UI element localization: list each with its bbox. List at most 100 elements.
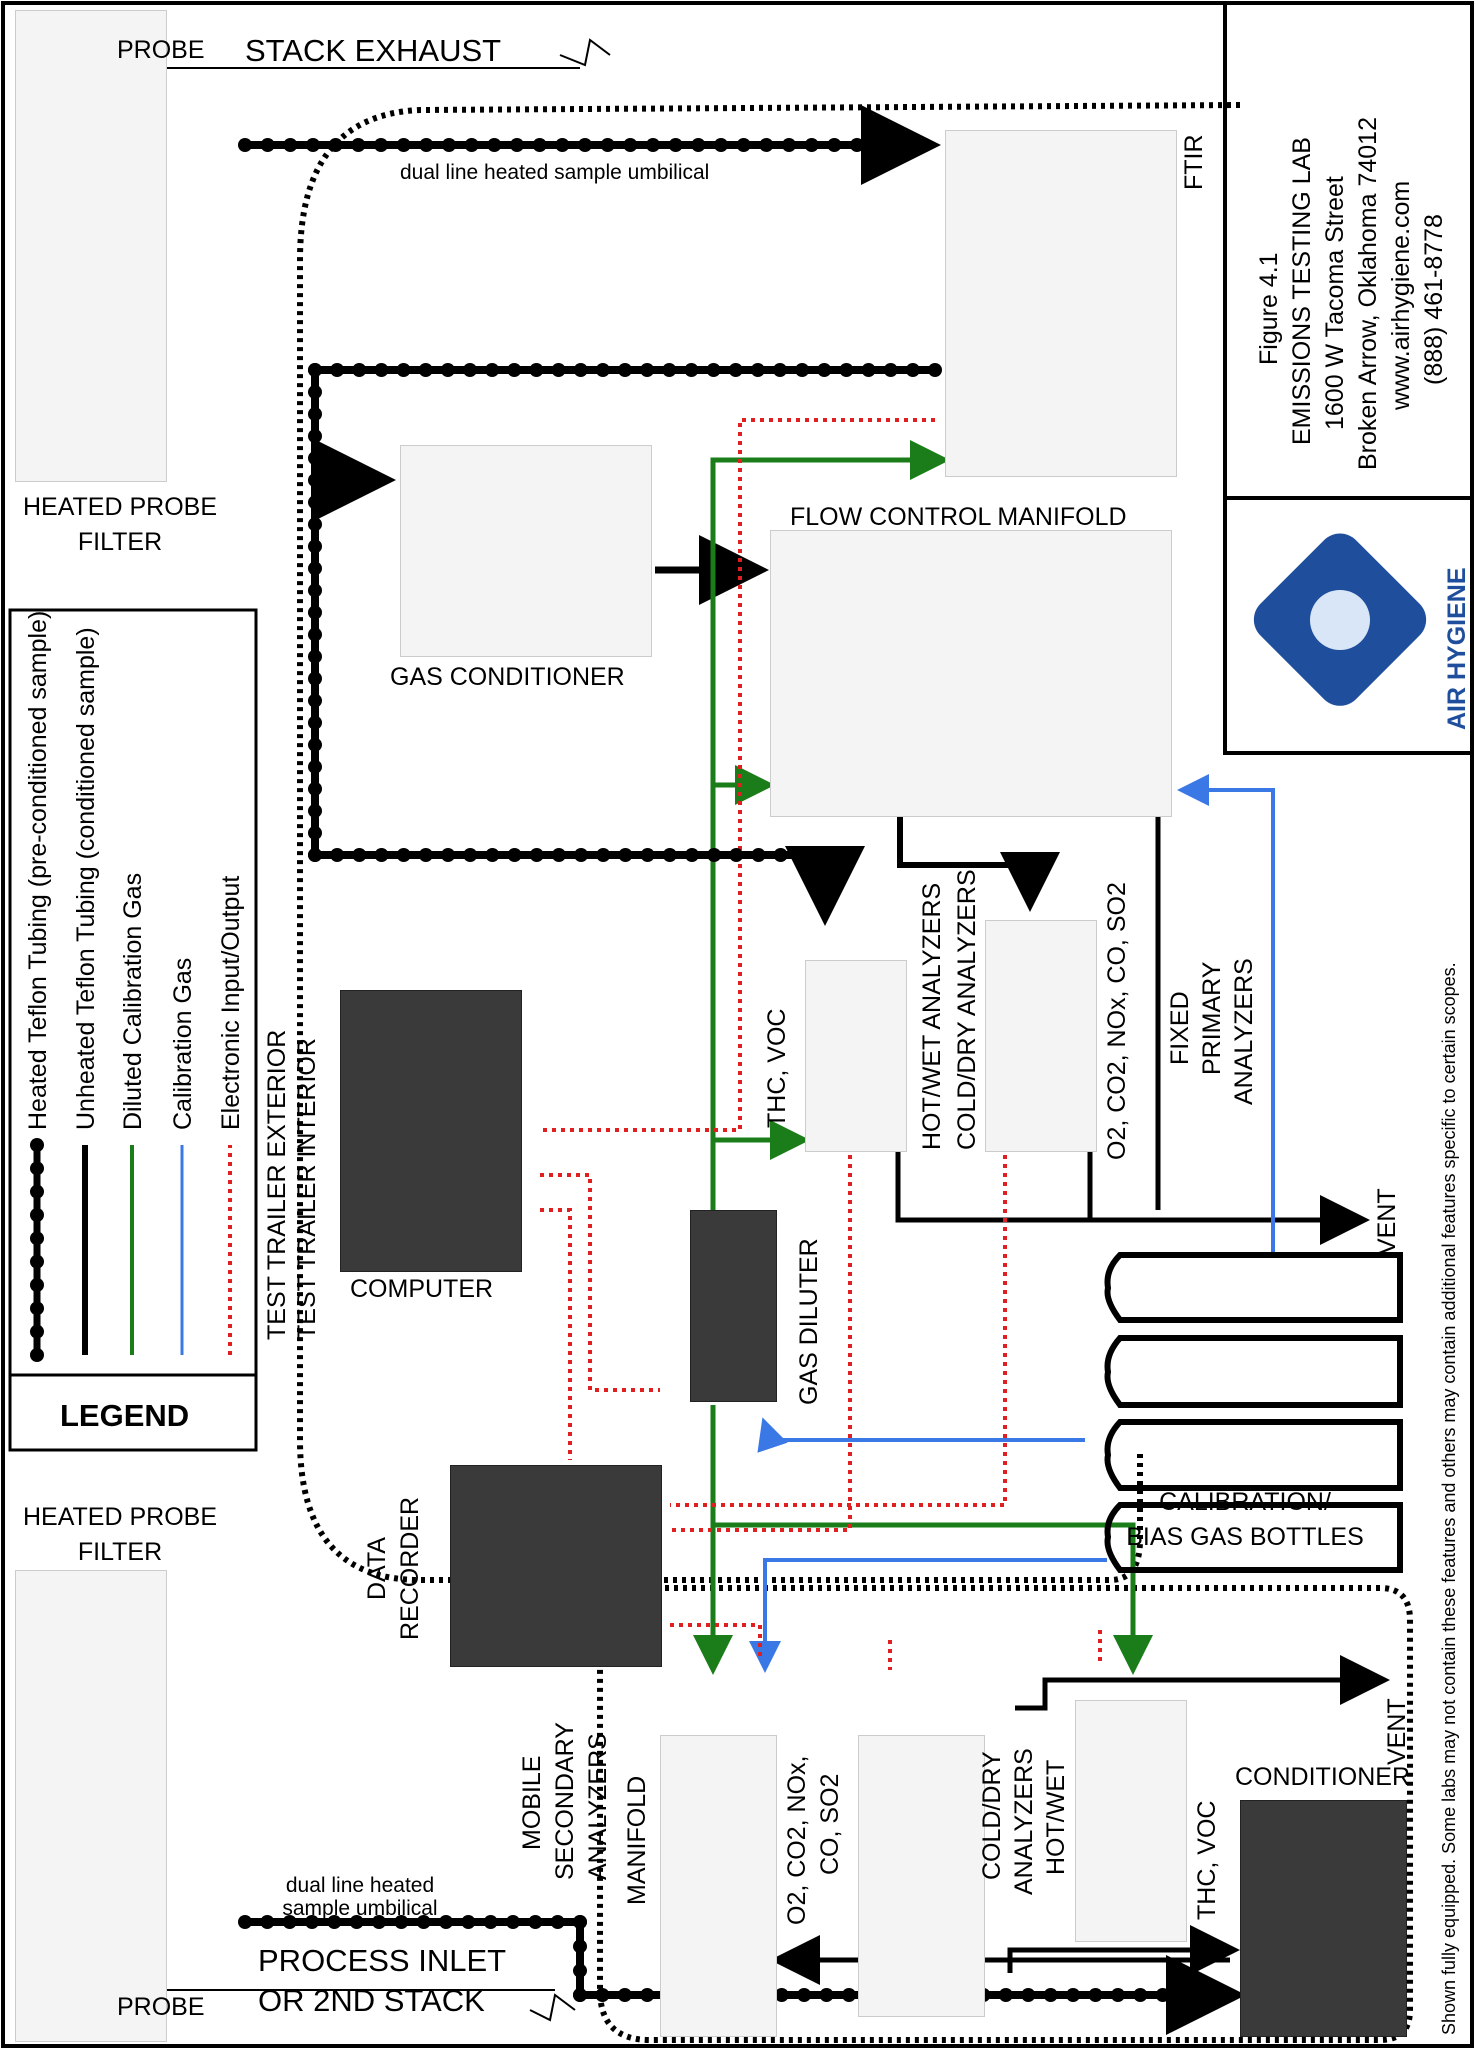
heated-line-dot xyxy=(529,363,544,377)
lab-name: EMISSIONS TESTING LAB xyxy=(1288,137,1316,445)
address-1: 1600 W Tacoma Street xyxy=(1321,176,1349,430)
probe-top-label: PROBE xyxy=(117,36,205,64)
figure-title: Figure 4.1 xyxy=(1255,252,1283,365)
heated-line-dot xyxy=(308,385,322,400)
heated-line-dot xyxy=(555,138,570,152)
manifold-label: MANIFOLD xyxy=(623,1775,651,1905)
heated-line-dot xyxy=(861,363,876,377)
heated-line-dot xyxy=(751,848,766,862)
heated-line-dot xyxy=(396,138,411,152)
heated-line-dot xyxy=(759,138,774,152)
heated-line-dot xyxy=(418,363,433,377)
heated-line-dot xyxy=(1110,1988,1125,2002)
heated-line-dot xyxy=(308,825,322,840)
heated-line-dot xyxy=(574,848,589,862)
logo-drop xyxy=(1310,590,1370,650)
break-mark-bottom xyxy=(529,1993,576,2022)
heated-line-dot xyxy=(827,138,842,152)
heated-line-dot xyxy=(330,848,345,862)
thc-voc-bottom-label: THC, VOC xyxy=(1193,1800,1221,1920)
heated-line-dot xyxy=(1200,1988,1215,2002)
secondary-cold-dry-analyzer xyxy=(858,1735,985,2017)
heated-line-dot xyxy=(308,583,322,598)
heated-line-dot xyxy=(308,649,322,664)
heated-line-dot xyxy=(330,363,345,377)
heated-line-dot xyxy=(839,363,854,377)
heated-line-dot xyxy=(308,627,322,642)
heated-line-dot xyxy=(618,363,632,377)
heated-line-dot xyxy=(640,363,655,377)
heated-line-dot xyxy=(374,363,389,377)
heated-line-dot xyxy=(464,138,479,152)
heated-line-dot xyxy=(691,138,706,152)
heated-line-dot xyxy=(795,848,810,862)
heated-line-dot xyxy=(352,363,367,377)
heated-line-dot xyxy=(507,848,522,862)
heated-line-dot xyxy=(895,138,910,152)
air-hygiene-logo xyxy=(1253,533,1427,706)
heated-line-dot xyxy=(394,1915,409,1929)
hot-wet-label: HOT/WET ANALYZERS xyxy=(918,882,946,1150)
heated-line-dot xyxy=(736,138,751,152)
umbilical-bottom-label-2: sample umbilical xyxy=(282,1897,438,1920)
heated-line-dot xyxy=(308,473,322,488)
heated-line-dot xyxy=(238,1915,252,1929)
trailer-exterior-label: TEST TRAILER EXTERIOR xyxy=(263,1029,291,1340)
heated-line-dot xyxy=(640,1988,655,2002)
vent-bottom-label: VENT xyxy=(1383,1698,1411,1765)
data-recorder-label-2: RECORDER xyxy=(396,1496,424,1640)
secondary-conditioner-image xyxy=(1240,1800,1407,2037)
heated-line-dot xyxy=(551,363,566,377)
probe-top-drawing xyxy=(15,10,167,482)
legend-item-electronic: Electronic Input/Output xyxy=(217,875,245,1130)
heated-line-dot xyxy=(308,693,322,708)
electronic-io-lines xyxy=(540,418,1102,1670)
heated-line-dot xyxy=(662,363,677,377)
fixed-primary-label-1: FIXED xyxy=(1166,991,1194,1065)
heated-line-dot xyxy=(573,363,588,377)
logo-block-border xyxy=(1223,496,1474,755)
gas-conditioner-label: GAS CONDITIONER xyxy=(390,663,625,691)
heated-line-dot xyxy=(463,848,478,862)
heated-line-dot xyxy=(30,1161,44,1176)
heated-line-dot xyxy=(396,363,411,377)
fixed-primary-label-3: ANALYZERS xyxy=(1230,958,1258,1105)
heated-line-dot xyxy=(308,363,322,377)
heated-probe-filter-bottom-1: HEATED PROBE xyxy=(22,1503,218,1531)
heated-line-dot xyxy=(30,1231,44,1246)
heated-line-dot xyxy=(506,1915,520,1929)
legend-item-diluted: Diluted Calibration Gas xyxy=(119,872,147,1130)
computer-label: COMPUTER xyxy=(350,1275,494,1303)
mobile-secondary-label-1: MOBILE xyxy=(518,1755,546,1850)
heated-line-dot xyxy=(795,363,810,377)
heated-line-dot xyxy=(707,848,722,862)
trailer-interior-label: TEST TRAILER INTERIOR xyxy=(293,1038,321,1340)
heated-line-dot xyxy=(308,848,322,862)
heated-line-dot xyxy=(1155,1988,1170,2002)
data-recorder-image xyxy=(450,1465,662,1667)
second-stack-label: OR 2ND STACK xyxy=(258,1983,485,2018)
heated-line-dot xyxy=(30,1301,44,1316)
heated-line-dot xyxy=(308,671,322,686)
heated-line-dot xyxy=(418,848,433,862)
heated-line-dot xyxy=(463,363,477,377)
heated-line-dot xyxy=(439,1915,453,1929)
mobile-secondary-boundary xyxy=(597,1585,1413,2043)
heated-line-dot xyxy=(308,803,322,818)
heated-line-dot xyxy=(573,1988,587,2002)
umbilical-top-label: dual line heated sample umbilical xyxy=(400,161,710,184)
heated-line-dot xyxy=(774,1988,789,2002)
heated-line-dot xyxy=(646,138,660,152)
heated-line-dot xyxy=(485,363,500,377)
legend-item-unheated: Unheated Teflon Tubing (conditioned samp… xyxy=(72,627,100,1130)
heated-line-dot xyxy=(352,848,367,862)
data-recorder-label-1: DATA xyxy=(363,1537,391,1600)
secondary-cold-dry-2: ANALYZERS xyxy=(1010,1748,1038,1895)
heated-line-dot xyxy=(532,138,547,152)
process-inlet-label: PROCESS INLET xyxy=(258,1943,507,1978)
umbilical-bottom-label-1: dual line heated xyxy=(285,1874,435,1897)
heated-line-dot xyxy=(419,138,434,152)
heated-line-dot xyxy=(1043,1988,1058,2002)
heated-line-dot xyxy=(308,737,322,752)
